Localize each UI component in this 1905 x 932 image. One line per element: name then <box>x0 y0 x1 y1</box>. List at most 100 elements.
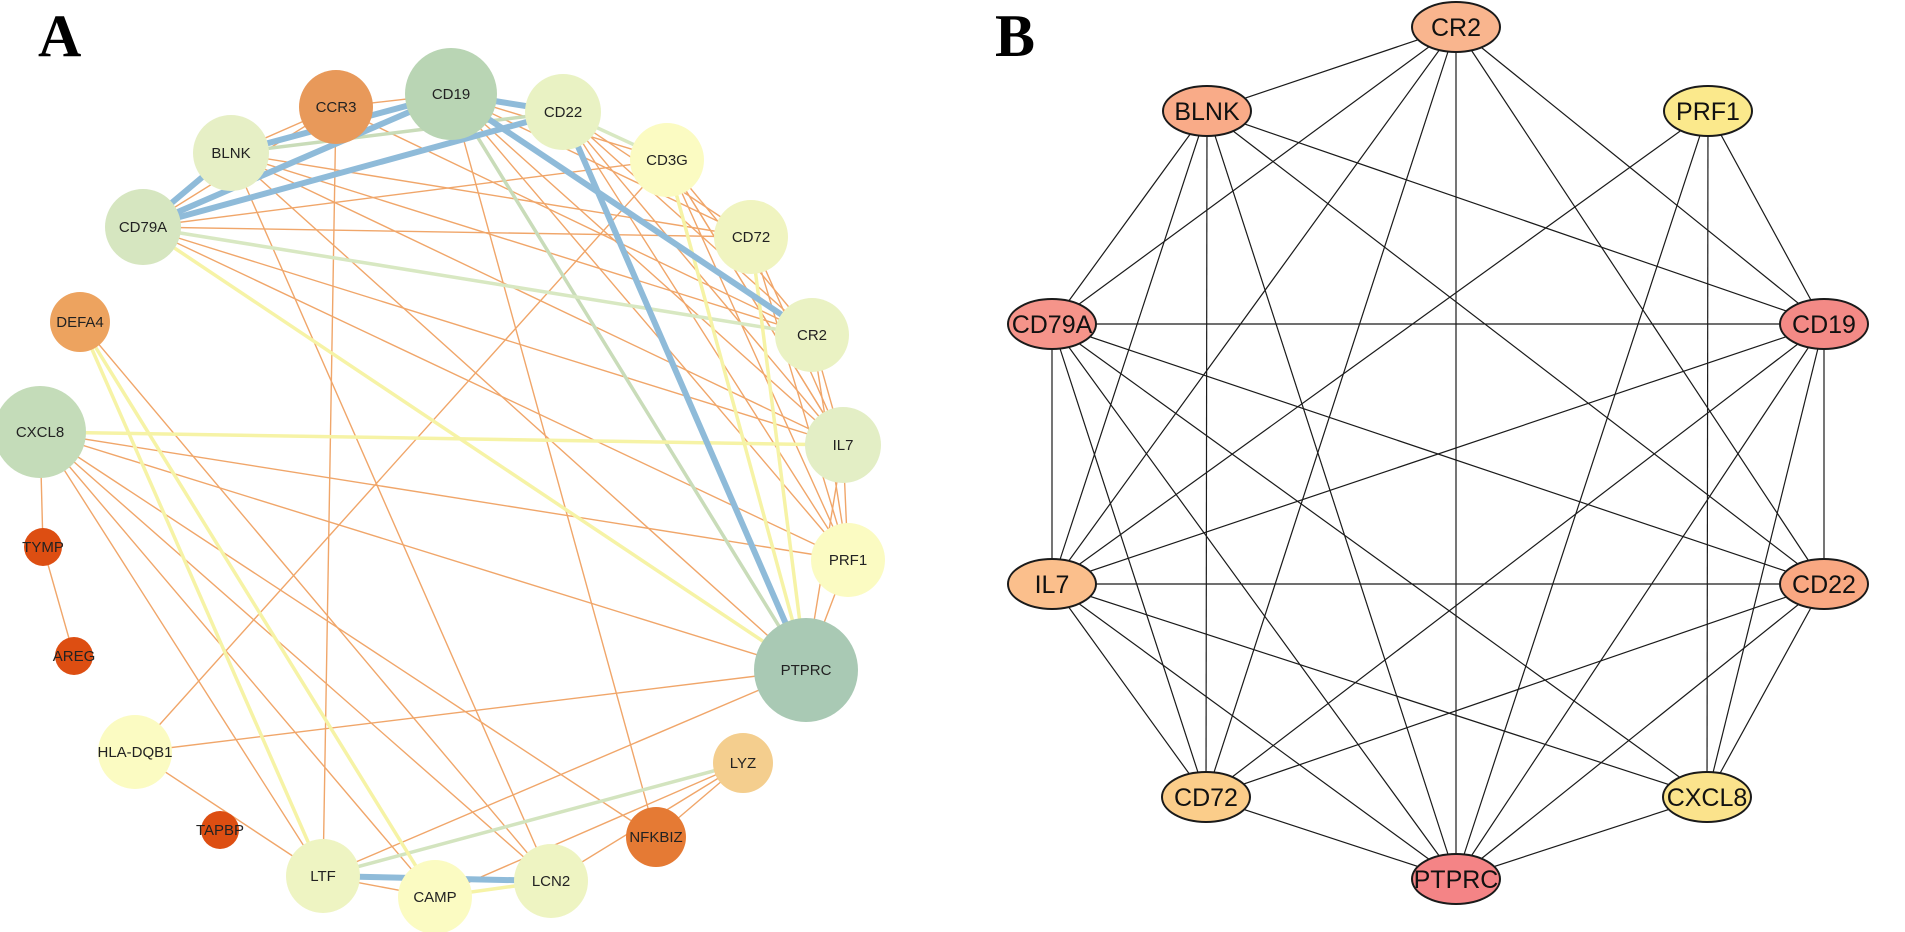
node-label: PRF1 <box>1676 98 1740 126</box>
edge-cd72-ptprc <box>749 235 808 672</box>
node-circle <box>105 189 181 265</box>
node-cd72: CD72 <box>714 200 788 274</box>
node-tymp: TYMP <box>22 528 64 566</box>
node-label: CXCL8 <box>16 424 64 441</box>
node-label: CD79A <box>119 219 167 236</box>
node-label: LTF <box>310 868 336 885</box>
edge-cd19-cd72 <box>1205 323 1825 798</box>
edge-cd79a-il7 <box>142 226 844 446</box>
edge-cr2-cd19 <box>1455 26 1825 325</box>
node-label: LYZ <box>730 755 756 772</box>
edge-lyz-camp <box>434 762 744 898</box>
edge-il7-ptprc <box>1051 583 1457 880</box>
edge-cd22-cd79a <box>140 109 566 230</box>
node-lyz: LYZ <box>713 733 773 793</box>
edge-cd79a-ptprc <box>1051 323 1457 880</box>
edge-cxcl8-ptprc <box>1455 796 1708 880</box>
edge-cxcl8-lcn2 <box>39 431 552 882</box>
node-label: LCN2 <box>532 873 570 890</box>
edge-cd19-ptprc <box>1455 323 1825 880</box>
node-circle <box>398 860 472 932</box>
node-circle <box>713 733 773 793</box>
node-cd79a: CD79A <box>105 189 181 265</box>
edge-cd19-cxcl8 <box>1706 323 1825 798</box>
node-circle <box>24 528 62 566</box>
node-ellipse <box>1779 558 1869 610</box>
node-circle <box>514 844 588 918</box>
node-label: CD19 <box>432 86 470 103</box>
edge-cd19-nfkbiz <box>450 93 657 838</box>
edge-cd79a-cr2 <box>141 225 814 337</box>
node-circle <box>405 48 497 140</box>
node-cd22: CD22 <box>1779 558 1869 610</box>
node-ptprc: PTPRC <box>1411 853 1501 905</box>
node-label: IL7 <box>833 437 854 454</box>
node-hla-dqb1: HLA-DQB1 <box>97 715 173 789</box>
edge-defa4-ltf <box>78 320 325 878</box>
edge-cr2-cd79a <box>1051 26 1457 325</box>
edge-cd19-il7 <box>450 93 844 446</box>
node-circle <box>286 839 360 913</box>
node-ellipse <box>1007 558 1097 610</box>
edge-blnk-ptprc <box>1206 110 1457 880</box>
node-label: TAPBP <box>196 822 244 839</box>
edge-cd79a-cd3g <box>142 159 668 228</box>
edge-cxcl8-ptprc <box>39 431 807 671</box>
edge-prf1-ptprc <box>1455 110 1709 880</box>
node-prf1: PRF1 <box>811 523 885 597</box>
edge-blnk-lcn2 <box>230 152 552 882</box>
edge-defa4-lcn2 <box>79 321 552 882</box>
node-label: PTPRC <box>781 662 832 679</box>
edge-cr2-cd72 <box>1205 26 1457 798</box>
node-circle <box>98 715 172 789</box>
node-circle <box>525 74 601 150</box>
edge-cd79a-cd72 <box>1051 323 1207 798</box>
edge-cd22-ptprc <box>560 109 809 673</box>
edge-il7-cd3g <box>666 159 844 446</box>
edge-blnk-ptprc <box>230 152 807 671</box>
node-label: CD72 <box>732 229 770 246</box>
node-defa4: DEFA4 <box>50 292 110 352</box>
node-label: BLNK <box>211 145 250 162</box>
edge-cxcl8-camp <box>39 431 436 898</box>
node-label: CD22 <box>544 104 582 121</box>
edge-il7-cxcl8 <box>1051 583 1708 798</box>
node-label: CD3G <box>646 152 688 169</box>
node-cd72: CD72 <box>1161 771 1251 823</box>
edge-cr2-il7 <box>1051 26 1457 585</box>
edge-cxcl8-ltf <box>39 431 324 877</box>
node-cr2: CR2 <box>1411 1 1501 53</box>
node-prf1: PRF1 <box>1663 85 1753 137</box>
node-cd22: CD22 <box>525 74 601 150</box>
node-label: HLA-DQB1 <box>97 744 172 761</box>
node-circle <box>714 200 788 274</box>
node-circle <box>50 292 110 352</box>
node-ptprc: PTPRC <box>754 618 858 722</box>
edge-cd19-cr2 <box>448 91 815 338</box>
node-label: CD22 <box>1792 571 1856 599</box>
node-circle <box>811 523 885 597</box>
node-label: DEFA4 <box>56 314 104 331</box>
edge-blnk-il7 <box>1051 110 1208 585</box>
edge-cd72-ptprc <box>1205 796 1457 880</box>
edge-ccr3-ltf <box>322 106 337 877</box>
node-label: CR2 <box>797 327 827 344</box>
edge-cd79a-ptprc <box>141 225 808 672</box>
node-nfkbiz: NFKBIZ <box>626 807 686 867</box>
edge-blnk-cd72 <box>230 152 752 238</box>
edge-lyz-ltf <box>321 761 745 878</box>
node-label: PRF1 <box>829 552 867 569</box>
node-ellipse <box>1663 85 1753 137</box>
edge-cd79a-cd72 <box>142 226 752 238</box>
node-label: CAMP <box>413 889 456 906</box>
node-circle <box>299 70 373 144</box>
panel-a-letter: A <box>38 3 82 69</box>
node-circle <box>630 123 704 197</box>
node-label: NFKBIZ <box>629 829 682 846</box>
node-label: CR2 <box>1431 14 1481 42</box>
edge-prf1-cxcl8 <box>1706 110 1709 798</box>
node-cxcl8: CXCL8 <box>0 386 86 478</box>
edge-cd22-prf1 <box>562 111 849 561</box>
node-circle <box>626 807 686 867</box>
